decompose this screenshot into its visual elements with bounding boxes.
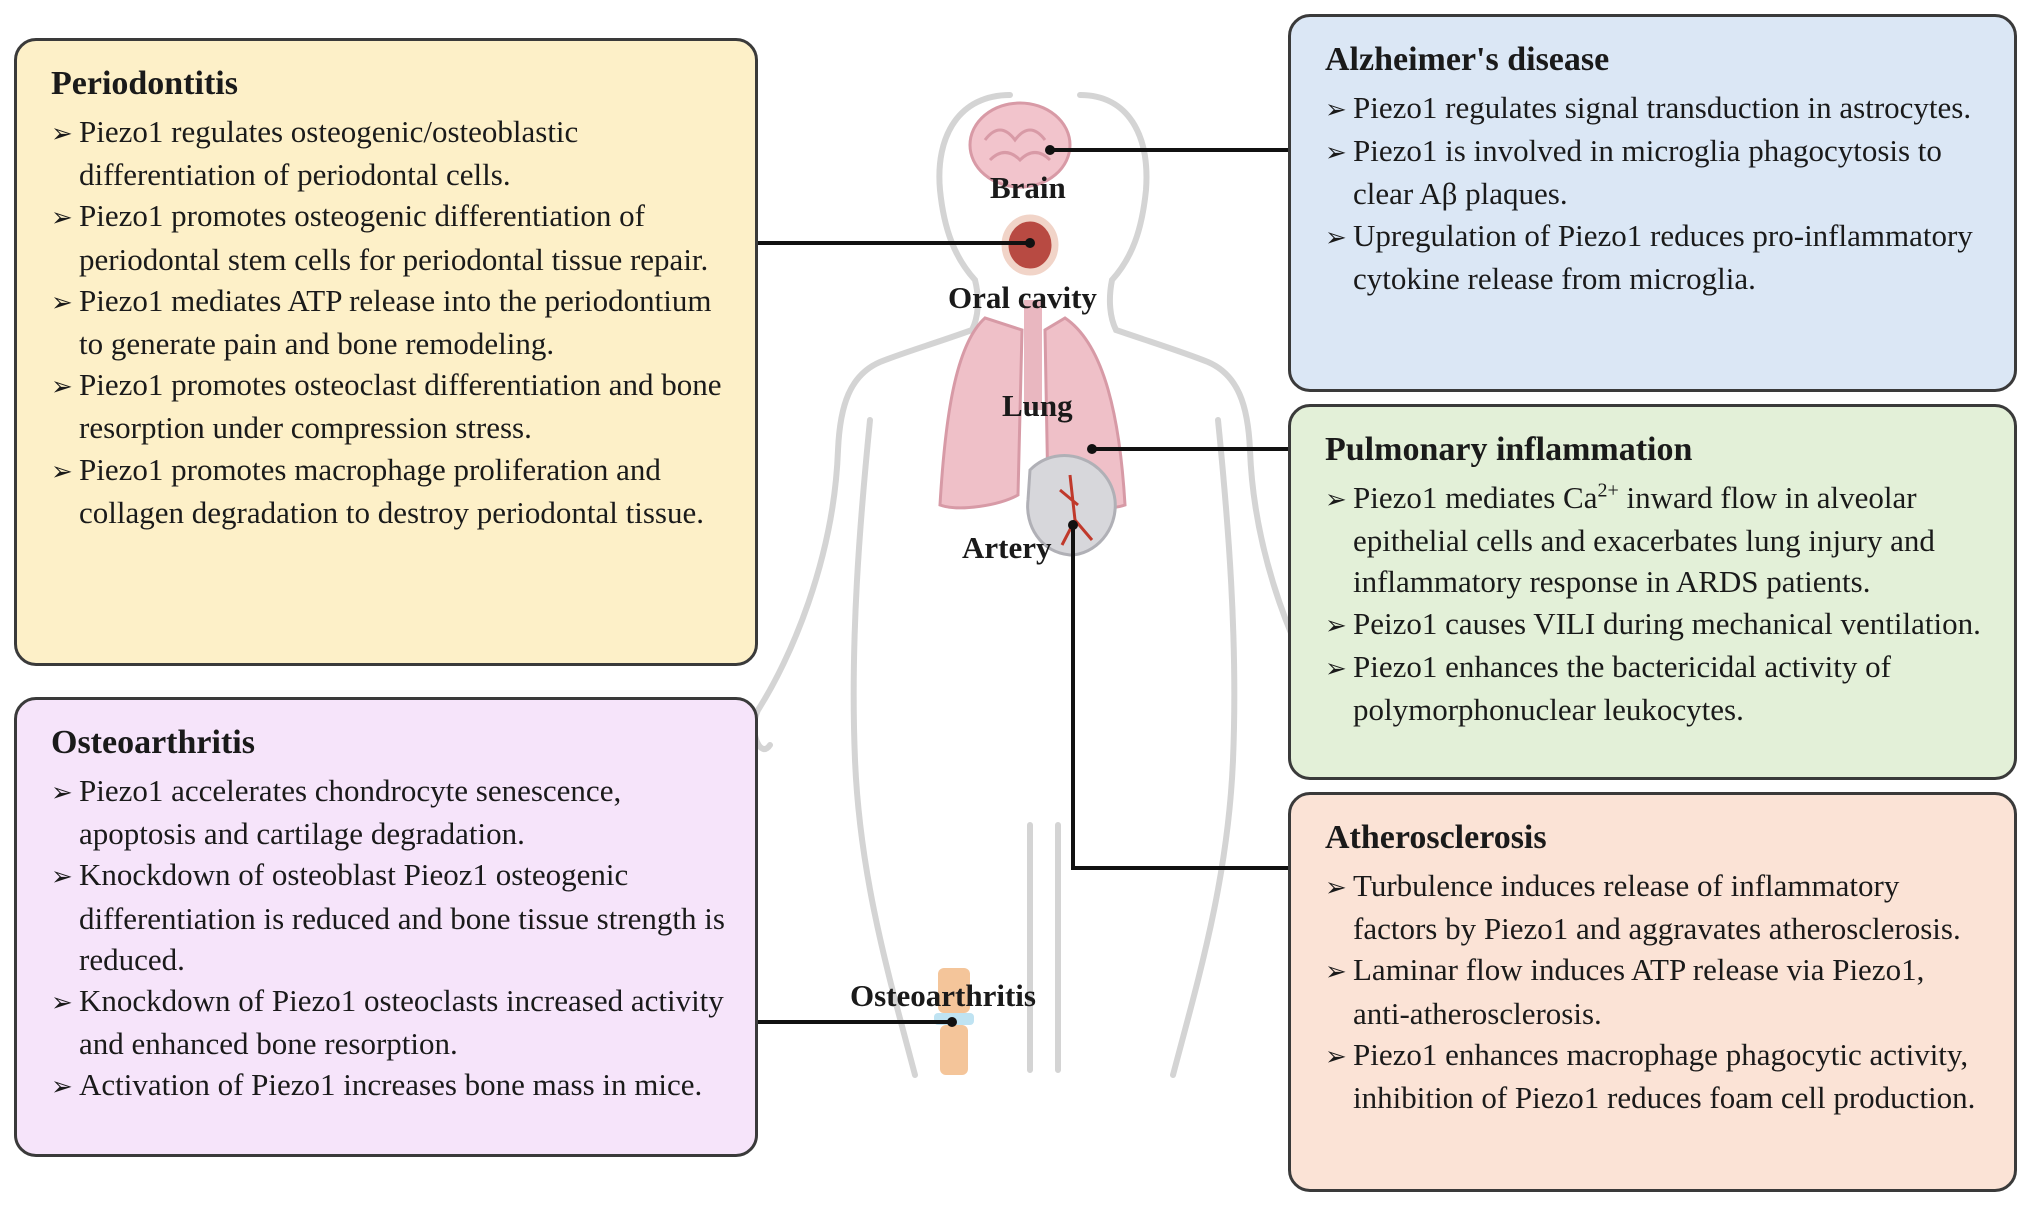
list-item: ➢Piezo1 promotes osteoclast differentiat… xyxy=(51,367,722,446)
bullet-arrow-icon: ➢ xyxy=(1325,653,1347,683)
alzheimers-box: Alzheimer's disease ➢Piezo1 regulates si… xyxy=(1288,14,2017,392)
bullet-arrow-icon: ➢ xyxy=(51,988,73,1018)
list-item: ➢Peizo1 causes VILI during mechanical ve… xyxy=(1325,603,1986,646)
list-item: ➢Activation of Piezo1 increases bone mas… xyxy=(51,1064,727,1107)
list-item: ➢Laminar flow induces ATP release via Pi… xyxy=(1325,952,1925,1031)
connector-lines xyxy=(758,148,1288,1024)
list-item: ➢Piezo1 accelerates chondrocyte senescen… xyxy=(51,773,622,852)
periodontitis-title: Periodontitis xyxy=(51,65,238,102)
bullet-arrow-icon: ➢ xyxy=(1325,957,1347,987)
bullet-arrow-icon: ➢ xyxy=(51,862,73,892)
osteoarthritis-list: ➢Piezo1 accelerates chondrocyte senescen… xyxy=(51,770,727,1108)
knee-bone-upper xyxy=(938,968,970,1013)
list-item: ➢Knockdown of Piezo1 osteoclasts increas… xyxy=(51,983,724,1062)
list-item: ➢Piezo1 promotes macrophage proliferatio… xyxy=(51,451,704,530)
dot-brain xyxy=(1045,145,1055,155)
osteoarthritis-box: Osteoarthritis ➢Piezo1 accelerates chond… xyxy=(14,697,758,1157)
connector-dots xyxy=(947,145,1097,1027)
list-item: ➢Piezo1 enhances the bactericidal activi… xyxy=(1325,648,1891,728)
label-joint: Osteoarthritis xyxy=(850,978,1036,1013)
list-item: ➢Piezo1 mediates ATP release into the pe… xyxy=(51,282,712,362)
bullet-arrow-icon: ➢ xyxy=(51,372,73,402)
list-item: ➢Piezo1 is involved in microglia phagocy… xyxy=(1325,133,1942,212)
dot-joint xyxy=(947,1017,957,1027)
list-item: ➢Turbulence induces release of inflammat… xyxy=(1325,868,1961,947)
brain-shape xyxy=(968,101,1072,189)
body-torso-lines xyxy=(850,417,1238,1078)
atherosclerosis-list: ➢Turbulence induces release of inflammat… xyxy=(1325,865,1986,1118)
periodontitis-list: ➢Piezo1 regulates osteogenic/osteoblasti… xyxy=(51,111,727,533)
list-item: ➢Knockdown of osteoblast Pieoz1 osteogen… xyxy=(51,857,725,977)
osteoarthritis-title: Osteoarthritis xyxy=(51,724,255,761)
left-lung-shape xyxy=(938,316,1024,510)
heart-shape xyxy=(1026,454,1117,557)
bullet-arrow-icon: ➢ xyxy=(51,287,73,317)
alzheimers-list: ➢Piezo1 regulates signal transduction in… xyxy=(1325,87,1986,299)
trachea-shape xyxy=(1024,300,1042,410)
bullet-arrow-icon: ➢ xyxy=(1325,222,1347,252)
artery-vessels xyxy=(1059,474,1094,546)
dot-lung xyxy=(1087,444,1097,454)
bullet-arrow-icon: ➢ xyxy=(1325,138,1347,168)
pulmonary-title: Pulmonary inflammation xyxy=(1325,431,1693,468)
pulmonary-list: ➢Piezo1 mediates Ca2+ inward flow in alv… xyxy=(1325,477,1986,730)
dot-artery xyxy=(1068,520,1078,530)
bullet-arrow-icon: ➢ xyxy=(51,778,73,807)
list-item: ➢Upregulation of Piezo1 reduces pro-infl… xyxy=(1325,217,1973,296)
label-oral-cavity: Oral cavity xyxy=(948,280,1097,315)
alzheimers-title: Alzheimer's disease xyxy=(1325,41,1610,78)
bullet-arrow-icon: ➢ xyxy=(51,1072,73,1102)
pulmonary-inflammation-box: Pulmonary inflammation ➢Piezo1 mediates … xyxy=(1288,404,2017,780)
bullet-arrow-icon: ➢ xyxy=(1325,610,1347,640)
periodontitis-box: Periodontitis ➢Piezo1 regulates osteogen… xyxy=(14,38,758,666)
atherosclerosis-box: Atherosclerosis ➢Turbulence induces rele… xyxy=(1288,792,2017,1192)
label-artery: Artery xyxy=(962,530,1052,565)
list-item: ➢Piezo1 regulates osteogenic/osteoblasti… xyxy=(51,114,579,193)
list-item: ➢Piezo1 mediates Ca2+ inward flow in alv… xyxy=(1325,479,1935,600)
bullet-arrow-icon: ➢ xyxy=(1325,95,1347,124)
bullet-arrow-icon: ➢ xyxy=(51,119,73,148)
list-item: ➢Piezo1 regulates signal transduction in… xyxy=(1325,87,1986,130)
bullet-arrow-icon: ➢ xyxy=(1325,485,1347,514)
knee-bone-lower xyxy=(940,1025,968,1075)
list-item: ➢Piezo1 enhances macrophage phagocytic a… xyxy=(1325,1036,1976,1116)
brain-folds xyxy=(983,128,1052,163)
bullet-arrow-icon: ➢ xyxy=(1325,1041,1347,1071)
label-lung: Lung xyxy=(1002,388,1073,423)
bullet-arrow-icon: ➢ xyxy=(51,456,73,486)
label-brain: Brain xyxy=(990,170,1066,205)
list-item: ➢Piezo1 promotes osteogenic differentiat… xyxy=(51,198,709,277)
bullet-arrow-icon: ➢ xyxy=(51,203,73,233)
dot-oral xyxy=(1025,238,1035,248)
atherosclerosis-title: Atherosclerosis xyxy=(1325,819,1547,856)
connector-atherosclerosis xyxy=(1071,525,1288,870)
bullet-arrow-icon: ➢ xyxy=(1325,873,1347,902)
